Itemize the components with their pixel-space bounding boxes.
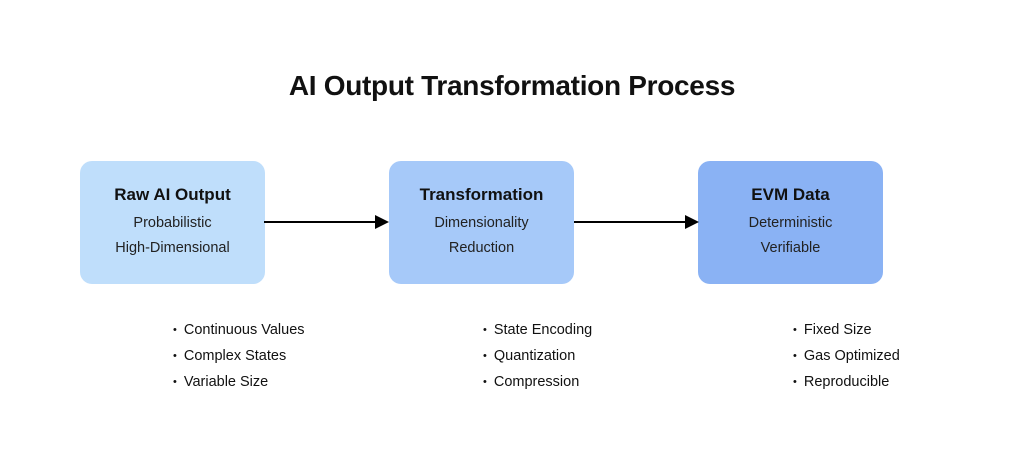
stage-evm-data: EVM Data Deterministic Verifiable <box>698 161 883 284</box>
bullet-item: Variable Size <box>173 370 305 396</box>
arrow-icon <box>264 215 389 229</box>
stage-line: Reduction <box>448 239 515 256</box>
bullet-item: Fixed Size <box>793 318 900 344</box>
bullet-item: Gas Optimized <box>793 344 900 370</box>
stage-heading: Raw AI Output <box>114 184 231 204</box>
bullet-item: Compression <box>483 370 592 396</box>
stage-line: Dimensionality <box>434 214 529 231</box>
arrow-icon <box>574 215 699 229</box>
stage-line: Probabilistic <box>133 214 212 231</box>
bullet-item: Continuous Values <box>173 318 305 344</box>
stage-line: Deterministic <box>748 214 833 231</box>
stage-bullets-evm: Fixed Size Gas Optimized Reproducible <box>793 318 900 396</box>
stage-bullets-raw: Continuous Values Complex States Variabl… <box>173 318 305 396</box>
bullet-item: Complex States <box>173 344 305 370</box>
bullet-item: State Encoding <box>483 318 592 344</box>
stage-transformation: Transformation Dimensionality Reduction <box>389 161 574 284</box>
stage-line: High-Dimensional <box>115 239 230 256</box>
diagram-title: AI Output Transformation Process <box>288 70 736 101</box>
stage-raw-ai-output: Raw AI Output Probabilistic High-Dimensi… <box>80 161 265 284</box>
stage-line: Verifiable <box>760 239 821 256</box>
bullet-item: Quantization <box>483 344 592 370</box>
stage-bullets-transformation: State Encoding Quantization Compression <box>483 318 592 396</box>
stage-heading: Transformation <box>419 184 544 204</box>
bullet-item: Reproducible <box>793 370 900 396</box>
stage-heading: EVM Data <box>751 184 830 204</box>
